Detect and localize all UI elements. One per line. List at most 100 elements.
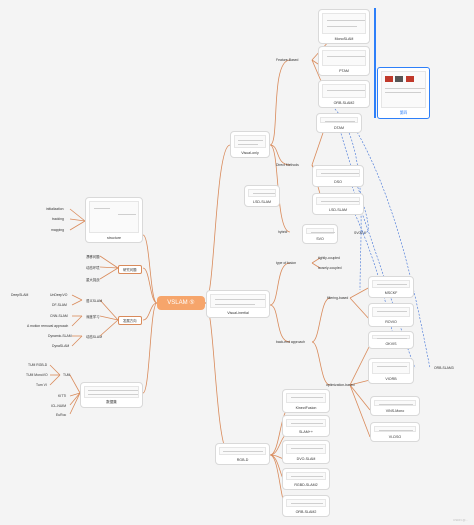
development-sub[interactable]: Dynamic-SLAM bbox=[48, 334, 72, 338]
dataset-item[interactable]: TUM RGB-D bbox=[28, 363, 48, 367]
dataset-group[interactable]: TUM bbox=[63, 373, 71, 377]
card-ptam[interactable]: PTAM bbox=[318, 46, 370, 76]
development-sub[interactable]: CNN-SLAM bbox=[50, 314, 68, 318]
branch-visual-only[interactable]: Visual-only bbox=[230, 131, 270, 158]
root-node[interactable]: VSLAM ⑤ bbox=[157, 296, 205, 310]
branch-label: RGB-D bbox=[236, 458, 249, 462]
card-dso[interactable]: DSO bbox=[312, 165, 364, 187]
topic-loose[interactable]: loosely-coupled bbox=[318, 266, 342, 270]
branch-visual-inertial[interactable]: Visual-inertial bbox=[206, 290, 270, 318]
development-item[interactable]: 语义SLAM bbox=[86, 299, 103, 303]
card-label: DTAM bbox=[334, 126, 344, 130]
thumbnail bbox=[381, 71, 426, 108]
card-rgbd-slam2[interactable]: RGBD-SLAM2 bbox=[282, 468, 330, 490]
thumbnail bbox=[372, 307, 410, 317]
watermark: CSDN @... bbox=[453, 518, 468, 522]
featured-card[interactable]: 第四 bbox=[377, 67, 430, 119]
topic-fusion[interactable]: type of fusion bbox=[276, 261, 297, 265]
branch-research[interactable]: 研究问题 bbox=[118, 265, 142, 274]
thumbnail bbox=[286, 393, 326, 403]
card-label: VI-DSO bbox=[388, 435, 402, 439]
development-sub[interactable]: DynaSLAM bbox=[52, 344, 70, 348]
branch-label: Visual-inertial bbox=[227, 311, 249, 315]
structure-item[interactable]: tracking bbox=[52, 217, 64, 221]
thumbnail bbox=[286, 444, 326, 454]
topic-filtering[interactable]: filtering-based bbox=[327, 296, 349, 300]
research-item[interactable]: 漂移问题 bbox=[86, 255, 100, 259]
structure-item[interactable]: mapping bbox=[51, 228, 65, 232]
card-label: VINS-Mono bbox=[385, 409, 405, 413]
dataset-item[interactable]: EuRoc bbox=[56, 413, 67, 417]
card-label: VIORB bbox=[385, 377, 397, 381]
development-sub[interactable]: DF-SLAM bbox=[52, 303, 67, 307]
card-dtam[interactable]: DTAM bbox=[316, 113, 362, 133]
card-dvo-slam[interactable]: DVO-SLAM bbox=[282, 440, 330, 464]
development-sub[interactable]: DeepSLAM bbox=[11, 293, 29, 297]
card-slam-plus[interactable]: SLAM++ bbox=[282, 415, 330, 437]
topic-feature-based[interactable]: Feature-Based bbox=[276, 58, 299, 62]
branch-development[interactable]: 发展方向 bbox=[118, 316, 142, 325]
topic-hybrid[interactable]: hybrid bbox=[278, 230, 288, 234]
research-item[interactable]: 动态环境 bbox=[86, 266, 100, 270]
development-item[interactable]: 深度学习 bbox=[86, 315, 100, 319]
card-rovio[interactable]: ROVIO bbox=[368, 303, 414, 327]
thumbnail bbox=[286, 419, 326, 427]
dataset-item[interactable]: ICL-NUIM bbox=[51, 404, 67, 408]
card-lsd-lib[interactable]: LSD-SLAM bbox=[312, 193, 364, 215]
branch-structure[interactable]: structure bbox=[85, 197, 143, 243]
dataset-item[interactable]: Tum VI bbox=[36, 383, 47, 387]
structure-item[interactable]: initialization bbox=[46, 207, 64, 211]
topic-tight[interactable]: tightly-coupled bbox=[318, 256, 340, 260]
topic-backend[interactable]: back-end approach bbox=[276, 340, 306, 344]
thumbnail bbox=[320, 117, 358, 123]
card-viorb[interactable]: VIORB bbox=[368, 358, 414, 384]
card-label: ROVIO bbox=[385, 320, 397, 324]
card-monoslam[interactable]: MonoSLAM bbox=[318, 9, 370, 44]
branch-rgbd[interactable]: RGB-D bbox=[215, 443, 270, 465]
card-lsd-slam[interactable]: LSD-SLAM bbox=[244, 185, 280, 207]
thumbnail bbox=[84, 386, 139, 398]
label-svo2[interactable]: SVO2.0 bbox=[354, 231, 366, 235]
card-vi-dso[interactable]: VI-DSO bbox=[370, 422, 420, 442]
card-msckf[interactable]: MSCKF bbox=[368, 276, 414, 298]
card-label: ORB-SLAM2 bbox=[333, 101, 355, 105]
research-item[interactable]: 重大挑战 bbox=[86, 278, 100, 282]
thumbnail bbox=[316, 197, 360, 205]
card-label: SVO bbox=[316, 237, 324, 241]
thumbnail bbox=[374, 400, 416, 406]
card-label: SLAM++ bbox=[299, 430, 313, 434]
branch-label: Visual-only bbox=[241, 151, 259, 155]
reference-line bbox=[374, 8, 376, 118]
thumbnail bbox=[286, 499, 326, 507]
topic-optimization[interactable]: optimization-based bbox=[326, 383, 355, 387]
card-okvis[interactable]: OKVIS bbox=[368, 331, 414, 349]
topic-direct[interactable]: Direct Methods bbox=[276, 163, 299, 167]
development-item[interactable]: 动态SLAM bbox=[86, 335, 103, 339]
card-label: MSCKF bbox=[384, 291, 398, 295]
thumbnail bbox=[306, 228, 335, 234]
thumbnail bbox=[372, 335, 410, 339]
card-kinectfusion[interactable]: KinectFusion bbox=[282, 389, 330, 413]
card-label: PTAM bbox=[339, 69, 349, 73]
thumbnail bbox=[322, 84, 366, 98]
card-orb-slam2-rgbd[interactable]: ORB-SLAM2 bbox=[282, 495, 330, 517]
thumbnail bbox=[286, 472, 326, 480]
card-label: DSO bbox=[334, 180, 342, 184]
thumbnail bbox=[372, 280, 410, 288]
card-label: MonoSLAM bbox=[334, 37, 354, 41]
card-orbslam2[interactable]: ORB-SLAM2 bbox=[318, 80, 370, 108]
card-svo[interactable]: SVO bbox=[302, 224, 338, 244]
branch-datasets[interactable]: 数据集 bbox=[80, 382, 143, 408]
thumbnail bbox=[219, 447, 266, 455]
dataset-item[interactable]: TUM MonoVO bbox=[26, 373, 48, 377]
thumbnail bbox=[89, 201, 139, 233]
development-sub[interactable]: UnDeepVO bbox=[50, 293, 68, 297]
label-orbslam3[interactable]: ORB-SLAM3 bbox=[434, 366, 454, 370]
card-label: LSD-SLAM bbox=[329, 208, 347, 212]
card-vins-mono[interactable]: VINS-Mono bbox=[370, 396, 420, 416]
card-label: ORB-SLAM2 bbox=[295, 510, 317, 514]
thumbnail bbox=[234, 135, 266, 148]
thumbnail bbox=[322, 13, 366, 34]
dataset-item[interactable]: KITTI bbox=[58, 394, 67, 398]
development-sub[interactable]: A motion removal approach bbox=[27, 324, 69, 328]
